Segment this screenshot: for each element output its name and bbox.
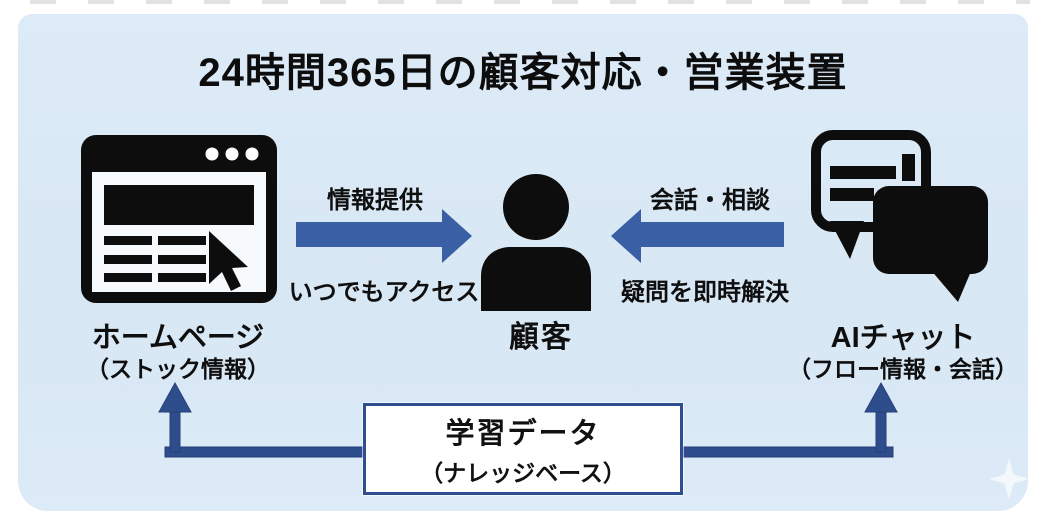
chat-bubble-tail [830,221,864,259]
browser-text-lines [104,236,206,282]
ai-chat-sublabel: （フロー情報・会話） [788,356,1018,382]
chat-bubble-filled-tail [930,269,972,302]
arrow-up-icon [864,381,898,413]
knowledge-base-sublabel: （ナレッジベース） [420,460,626,486]
edge-label-instant-resolution: 疑問を即時解決 [621,279,789,306]
connector-left-arm [169,409,181,453]
browser-banner [104,185,254,225]
cursor-icon [209,231,248,291]
edge-label-conversation: 会話・相談 [650,187,770,214]
customer-label: 顧客 [509,321,573,354]
person-icon [481,174,591,311]
homepage-sublabel: （ストック情報） [86,356,270,382]
arrow-right-icon [296,209,472,263]
edge-label-info-provision: 情報提供 [327,187,423,214]
ai-chat-label: AIチャット [830,322,976,354]
browser-dot-icon [205,147,219,161]
browser-window-icon [81,135,277,303]
edge-label-anytime-access: いつでもアクセス [288,279,480,306]
diagram-title: 24時間365日の顧客対応・営業装置 [198,51,848,95]
knowledge-base-box: 学習データ （ナレッジベース） [363,403,683,495]
cropped-top-artifact [30,0,1030,4]
chat-bubble-outline [811,130,931,232]
homepage-label: ホームページ [91,322,265,354]
arrow-left-icon [611,209,784,263]
chat-bubbles-icon [811,130,988,302]
sparkle-icon [989,458,1029,500]
browser-dot-icon [245,147,259,161]
chat-bubble-filled [873,186,988,274]
browser-dot-icon [225,147,239,161]
chat-text-lines [830,154,915,201]
arrow-up-icon [158,381,192,413]
diagram-panel: 24時間365日の顧客対応・営業装置 ホームページ （ストック情報） 情報提供 … [18,14,1029,511]
connector-right-arm [875,409,887,453]
knowledge-base-label: 学習データ [445,418,601,450]
